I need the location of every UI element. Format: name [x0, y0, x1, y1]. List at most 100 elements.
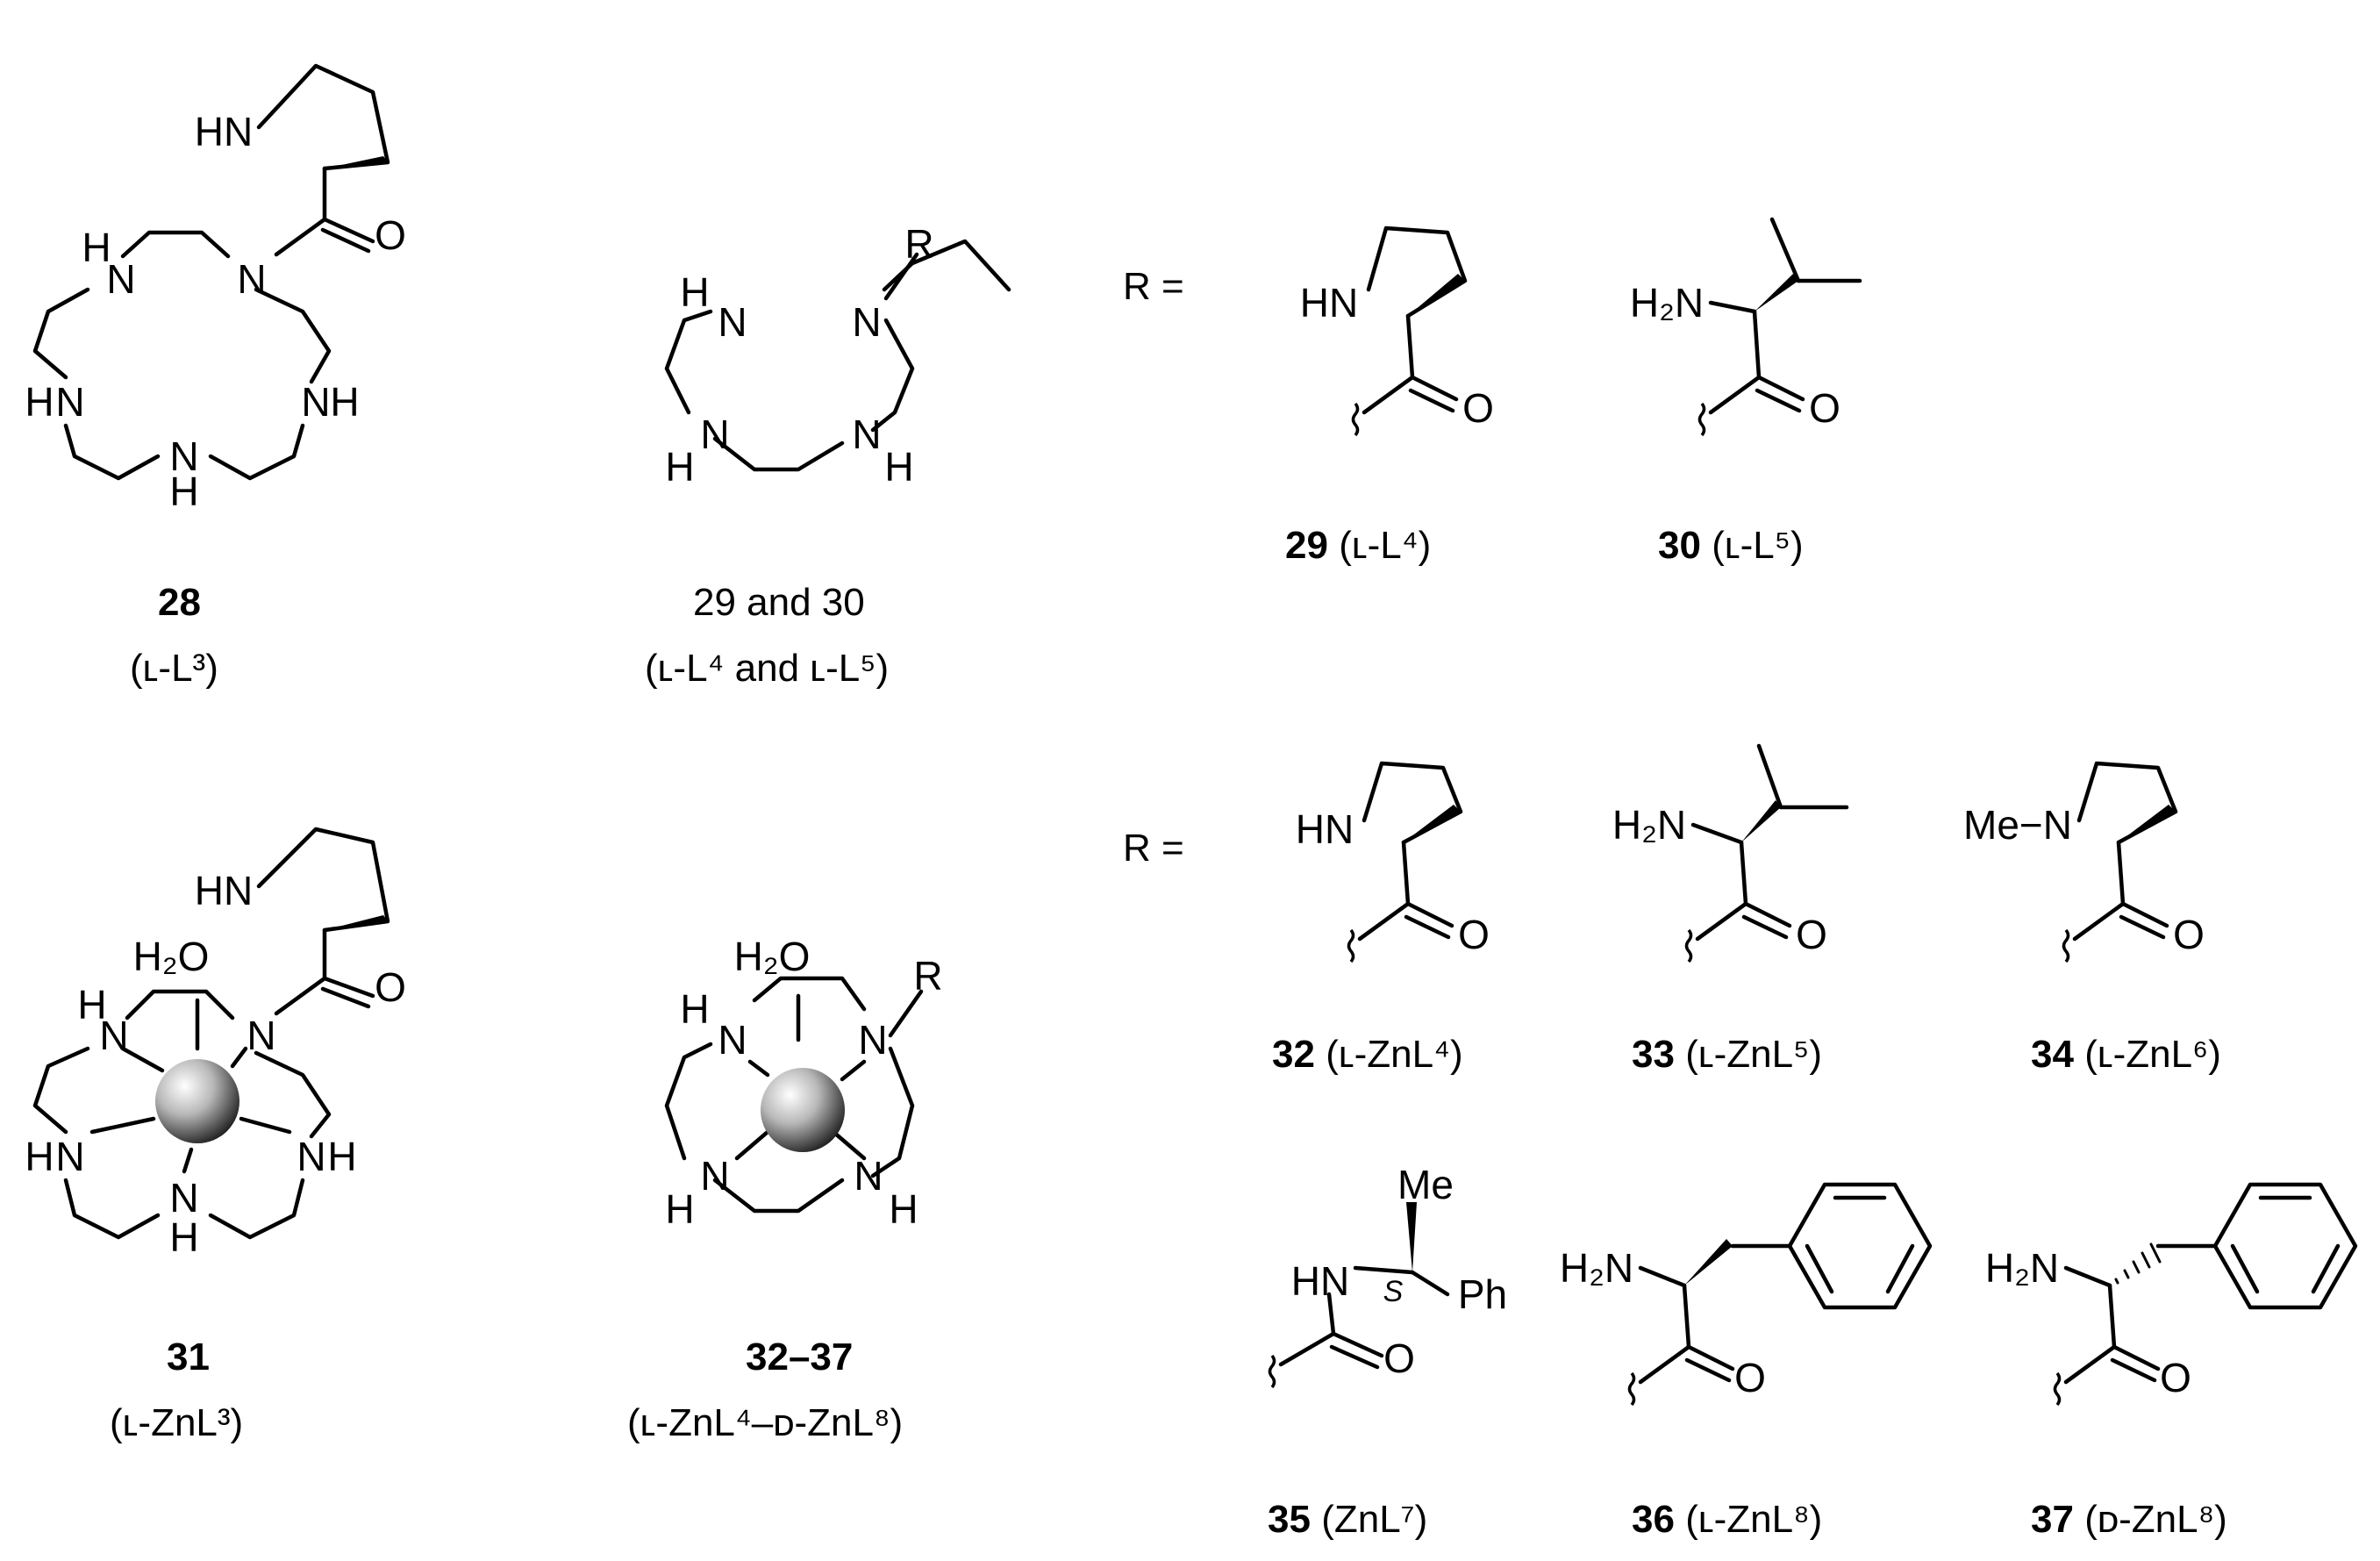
wedge-bond — [1684, 1239, 1733, 1285]
structure-28: N N H N H N H N H HN O — [25, 63, 406, 514]
atom-H2O: H₂O — [734, 934, 811, 979]
atom-N: N — [854, 1153, 883, 1199]
compound-31-number: 31 — [167, 1335, 210, 1378]
wedge-bond — [1755, 274, 1798, 311]
atom-N: N — [301, 379, 330, 425]
atom-N: N — [99, 1013, 128, 1058]
r-group-29: HN O — [1300, 226, 1494, 437]
atom-H: H — [680, 986, 709, 1032]
atom-HN: HN — [195, 868, 253, 913]
compound-34-label: 34 (ʟ-ZnL⁶) — [2031, 1033, 2221, 1076]
atom-MeN: Me−N — [1963, 802, 2072, 848]
atom-HN: HN — [1296, 806, 1354, 852]
structure-32-37: H₂O R N N H N H N H — [664, 934, 943, 1232]
atom-HN: HN — [195, 109, 253, 154]
r-group-32: HN O — [1296, 761, 1490, 963]
wedge-bond — [1408, 274, 1465, 316]
r-group-37: H₂N O — [1985, 1182, 2358, 1407]
atom-O: O — [1462, 385, 1494, 431]
wavy-bond — [1697, 402, 1706, 437]
atom-O: O — [2173, 912, 2205, 957]
zinc-sphere — [761, 1068, 845, 1152]
atom-N: N — [700, 1153, 729, 1199]
atom-O: O — [375, 212, 406, 258]
compound-29-30-ligand: (ʟ-L⁴ and ʟ-L⁵) — [645, 647, 890, 690]
atom-H: H — [25, 1134, 54, 1179]
compound-29-label: 29 (ʟ-L⁴) — [1285, 524, 1432, 567]
atom-O: O — [1796, 912, 1827, 957]
atom-O: O — [375, 964, 406, 1010]
compound-30-label: 30 (ʟ-L⁵) — [1658, 524, 1804, 567]
atom-H2N: H₂N — [1612, 802, 1686, 848]
compound-32-37-ligand: (ʟ-ZnL⁴–ᴅ-ZnL⁸) — [627, 1401, 904, 1444]
zinc-sphere — [155, 1059, 239, 1143]
compound-37-label: 37 (ᴅ-ZnL⁸) — [2031, 1498, 2227, 1541]
atom-N: N — [858, 1017, 887, 1063]
wedge-bond — [1741, 800, 1781, 842]
r-group-33: H₂N O — [1612, 743, 1849, 963]
atom-O: O — [1458, 912, 1490, 957]
compound-35-label: 35 (ZnL⁷) — [1268, 1498, 1428, 1541]
atom-H: H — [169, 1214, 198, 1260]
r-group-30: H₂N O — [1630, 217, 1862, 437]
hashed-wedge-bond — [2114, 1242, 2162, 1285]
atom-HN: HN — [1300, 280, 1358, 326]
atom-H: H — [169, 469, 198, 514]
atom-H2N: H₂N — [1985, 1245, 2059, 1291]
atom-H2N: H₂N — [1560, 1245, 1633, 1291]
atom-H: H — [665, 444, 694, 490]
atom-H2N: H₂N — [1630, 280, 1704, 326]
atom-H: H — [665, 1186, 694, 1232]
atom-N: N — [247, 1013, 275, 1058]
wedge-bond — [2119, 805, 2176, 842]
atom-HN: HN — [1291, 1258, 1349, 1304]
atom-R: R — [904, 221, 933, 267]
compound-28-number: 28 — [158, 581, 201, 624]
wavy-bond — [2062, 928, 2070, 963]
atom-H: H — [25, 379, 54, 425]
atom-N: N — [852, 412, 881, 457]
compound-32-label: 32 (ʟ-ZnL⁴) — [1272, 1033, 1463, 1076]
atom-N: N — [55, 1134, 84, 1179]
wedge-bond — [325, 156, 388, 168]
atom-N: N — [297, 1134, 325, 1179]
atom-Me: Me — [1397, 1162, 1454, 1207]
compound-32-37-number: 32–37 — [746, 1335, 854, 1378]
wavy-bond — [1351, 402, 1360, 437]
atom-O: O — [1734, 1355, 1766, 1400]
compound-28-ligand: (ʟ-L³) — [130, 647, 218, 690]
compound-36-label: 36 (ʟ-ZnL⁸) — [1632, 1498, 1823, 1541]
benzene-ring — [1787, 1182, 1933, 1310]
r-group-34: Me−N O — [1963, 761, 2205, 963]
compound-31-ligand: (ʟ-ZnL³) — [110, 1401, 244, 1444]
stereo-descriptor: S — [1383, 1275, 1404, 1308]
atom-N: N — [55, 379, 84, 425]
compound-33-label: 33 (ʟ-ZnL⁵) — [1632, 1033, 1822, 1076]
structure-29-30: N R N H N H N H — [664, 221, 1011, 490]
atom-O: O — [1809, 385, 1840, 431]
r-equals-label: R = — [1123, 265, 1184, 308]
r-group-35: Me HN Ph S O — [1268, 1162, 1507, 1389]
atom-H: H — [884, 444, 913, 490]
atom-H: H — [680, 269, 709, 315]
atom-H2O: H₂O — [133, 934, 210, 979]
compound-29-30-number: 29 and 30 — [693, 581, 865, 624]
atom-N: N — [237, 256, 266, 302]
atom-N: N — [852, 299, 881, 345]
atom-H: H — [889, 1186, 918, 1232]
wedge-bond — [1406, 1202, 1417, 1272]
wavy-bond — [1684, 928, 1693, 963]
atom-N: N — [169, 1175, 198, 1221]
atom-H: H — [77, 982, 106, 1028]
atom-H: H — [330, 379, 359, 425]
wavy-bond — [2053, 1371, 2062, 1407]
atom-N: N — [700, 412, 729, 457]
wavy-bond — [1347, 928, 1355, 963]
atom-O: O — [2160, 1355, 2191, 1400]
r-equals-label: R = — [1123, 827, 1184, 870]
wedge-bond — [325, 915, 388, 930]
atom-N: N — [169, 433, 198, 479]
atom-N: N — [718, 299, 747, 345]
r-group-36: H₂N O — [1560, 1182, 1933, 1407]
